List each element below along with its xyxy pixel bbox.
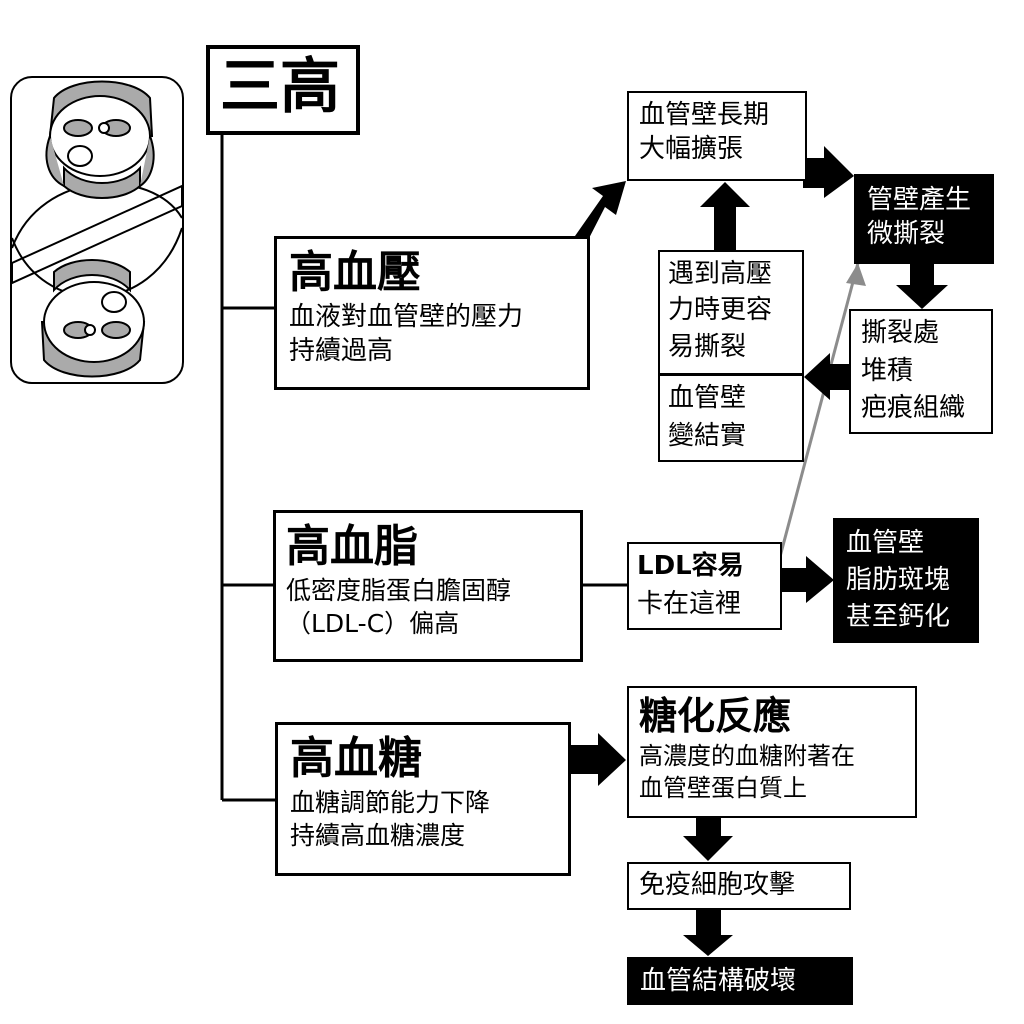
- glycation-title: 糖化反應: [639, 694, 792, 738]
- arrow-immune-to-damage: [683, 908, 733, 956]
- vessel-harden-line-2: 變結實: [668, 420, 747, 451]
- easy-tear-line-3: 易撕裂: [668, 331, 747, 362]
- arrow-easytear-to-expansion: [700, 182, 750, 250]
- glycation-desc-2: 血管壁蛋白質上: [639, 774, 807, 803]
- gray-connector-line: [766, 262, 860, 603]
- arrow-glycation-to-immune: [683, 818, 733, 861]
- micro-tear-box: 管壁產生 微撕裂: [854, 174, 994, 264]
- glycation-box: 糖化反應 高濃度的血糖附著在 血管壁蛋白質上: [627, 686, 917, 818]
- plaque-line-1: 血管壁: [846, 528, 925, 558]
- immune-attack-box: 免疫細胞攻擊: [627, 862, 851, 910]
- hyperglycemia-title: 高血糖: [290, 733, 422, 784]
- hyperlipidemia-title: 高血脂: [286, 521, 418, 572]
- micro-tear-line-2: 微撕裂: [867, 219, 946, 250]
- arrow-hyperglycemia-to-glycation: [570, 733, 626, 786]
- vessel-expansion-box: 血管壁長期 大幅擴張: [627, 91, 807, 181]
- arrow-ldl-to-plaque: [782, 556, 834, 603]
- easy-tear-line-2: 力時更容: [668, 295, 773, 326]
- easy-tear-box: 遇到高壓 力時更容 易撕裂: [658, 250, 804, 375]
- vessel-expansion-line-2: 大幅擴張: [639, 134, 744, 165]
- vessel-expansion-line-1: 血管壁長期: [639, 100, 770, 130]
- hyperlipidemia-box: 高血脂 低密度脂蛋白膽固醇 （LDL-C）偏高: [273, 510, 583, 662]
- hypertension-desc-2: 持續過高: [289, 336, 394, 367]
- vessel-harden-line-1: 血管壁: [668, 383, 747, 413]
- king-playing-card: [10, 76, 184, 384]
- hypertension-title: 高血壓: [289, 247, 421, 298]
- ldl-stuck-line-1: LDL容易: [637, 551, 744, 581]
- immune-attack-label: 免疫細胞攻擊: [639, 870, 796, 900]
- hypertension-desc-1: 血液對血管壁的壓力: [289, 301, 524, 332]
- easy-tear-line-1: 遇到高壓: [668, 259, 773, 289]
- ldl-stuck-box: LDL容易 卡在這裡: [627, 542, 782, 630]
- scar-tissue-line-1: 撕裂處: [861, 318, 940, 348]
- hyperglycemia-desc-2: 持續高血糖濃度: [290, 820, 466, 850]
- scar-tissue-box: 撕裂處 堆積 疤痕組織: [849, 309, 993, 434]
- arrow-hypertension-to-expansion: [575, 181, 626, 246]
- scar-tissue-line-3: 疤痕組織: [861, 393, 966, 424]
- structure-damage-label: 血管結構破壞: [640, 966, 797, 996]
- main-title-box: 三高: [206, 45, 360, 135]
- arrow-expansion-to-microtear: [803, 146, 854, 198]
- vessel-harden-box: 血管壁 變結實: [658, 374, 804, 462]
- main-title: 三高: [220, 52, 340, 122]
- hypertension-box: 高血壓 血液對血管壁的壓力 持續過高: [274, 236, 590, 390]
- hyperlipidemia-desc-2: （LDL-C）偏高: [286, 608, 460, 638]
- arrow-microtear-to-scar: [896, 263, 948, 309]
- arrow-scar-to-harden: [804, 353, 852, 400]
- glycation-desc-1: 高濃度的血糖附著在: [639, 742, 855, 771]
- gray-arrowhead: [846, 263, 866, 286]
- scar-tissue-line-2: 堆積: [861, 355, 914, 386]
- micro-tear-line-1: 管壁產生: [867, 185, 972, 215]
- hyperglycemia-desc-1: 血糖調節能力下降: [290, 787, 491, 817]
- plaque-line-3: 甚至鈣化: [846, 601, 951, 632]
- ldl-stuck-line-2: 卡在這裡: [637, 588, 742, 619]
- hyperlipidemia-desc-1: 低密度脂蛋白膽固醇: [286, 575, 512, 605]
- plaque-box: 血管壁 脂肪斑塊 甚至鈣化: [833, 518, 979, 643]
- plaque-line-2: 脂肪斑塊: [846, 564, 951, 595]
- king-playing-card-icon: [12, 80, 182, 378]
- structure-damage-box: 血管結構破壞: [627, 957, 853, 1005]
- hyperglycemia-box: 高血糖 血糖調節能力下降 持續高血糖濃度: [275, 722, 571, 876]
